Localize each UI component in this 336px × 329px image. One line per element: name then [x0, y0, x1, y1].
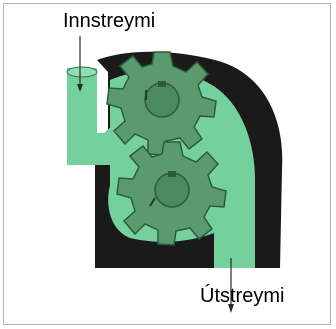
- gear-keyway: [158, 81, 166, 87]
- upper-gear: [107, 52, 216, 155]
- gear-keyway: [168, 171, 176, 177]
- gear-hub: [145, 83, 179, 117]
- inlet-opening: [67, 67, 97, 77]
- outlet-channel: [214, 200, 255, 268]
- inlet-label: Innstreymi: [63, 11, 155, 31]
- gear-hub: [155, 173, 189, 207]
- lower-gear: [117, 142, 226, 245]
- inlet-connector: [67, 133, 112, 165]
- outlet-label: Útstreymi: [200, 286, 284, 306]
